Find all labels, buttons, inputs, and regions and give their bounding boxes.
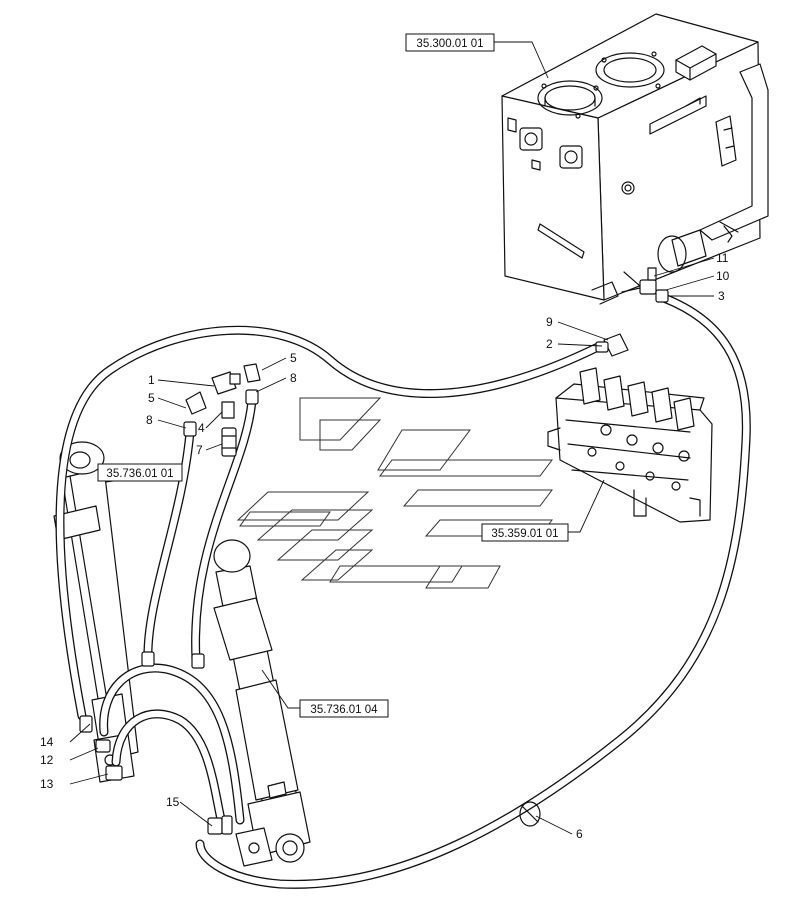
callout-13: 13 (40, 777, 54, 791)
reference-cylinder-right-box[interactable]: 35.736.01 04 (299, 699, 389, 718)
watermark-logo (236, 397, 553, 589)
callout-8-right: 8 (290, 371, 297, 385)
callout-5-left: 5 (148, 391, 155, 405)
reference-valve-label[interactable]: 35.359.01 01 (491, 528, 558, 540)
callout-12: 12 (40, 753, 54, 767)
callout-10: 10 (716, 269, 730, 283)
tank-outlet-fitting (621, 267, 657, 295)
reference-tank-label[interactable]: 35.300.01 01 (416, 38, 483, 50)
callout-2: 2 (546, 337, 553, 351)
reference-cylinder-left-label[interactable]: 35.736.01 01 (106, 468, 173, 480)
reference-cylinder-left-box[interactable]: 35.736.01 01 (97, 463, 183, 482)
reference-cylinder-right-label[interactable]: 35.736.01 04 (310, 704, 378, 716)
callout-11: 11 (716, 251, 729, 265)
callout-7: 7 (196, 443, 203, 457)
callout-14: 14 (40, 735, 54, 749)
callout-15: 15 (166, 795, 180, 809)
reference-valve-box[interactable]: 35.359.01 01 (481, 523, 569, 542)
reference-tank-box[interactable]: 35.300.01 01 (405, 33, 495, 52)
hydraulic-hoses (55, 293, 751, 889)
callout-5-right: 5 (290, 351, 297, 365)
control-valve-block (547, 367, 713, 523)
callout-4: 4 (198, 421, 205, 435)
callout-9: 9 (546, 315, 553, 329)
callout-6: 6 (576, 827, 583, 841)
fittings (79, 289, 669, 835)
leader-lines (69, 41, 715, 835)
right-hydraulic-cylinder (213, 539, 311, 867)
callout-8-left: 8 (146, 413, 153, 427)
callout-1: 1 (148, 373, 155, 387)
hydraulic-oil-tank (501, 13, 769, 305)
callout-3: 3 (718, 289, 725, 303)
callout-numbers: 1 2 3 4 5 5 6 7 8 8 9 10 11 12 13 14 15 (40, 251, 730, 841)
